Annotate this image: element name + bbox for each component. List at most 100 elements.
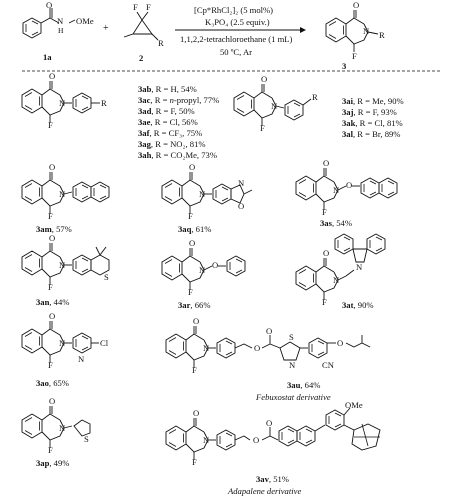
- atom-o-ether-3ar: O: [212, 260, 219, 270]
- atom-f-3ar: F: [188, 287, 193, 297]
- atom-h-1a: H: [58, 26, 64, 35]
- label-3aq: 3aq, 61%: [178, 224, 212, 234]
- label-3at: 3at, 90%: [342, 300, 374, 310]
- structure-3au: [165, 325, 371, 369]
- structure-3ao: [21, 320, 99, 364]
- atom-f-meta: F: [260, 123, 265, 133]
- atom-n-3ao: N: [59, 338, 66, 348]
- atom-n-3: N: [363, 26, 370, 36]
- label-1a: 1a: [43, 52, 52, 62]
- atom-o-oxazole: O: [238, 201, 245, 211]
- atom-n-3at: N: [333, 275, 340, 285]
- atom-n-3ap: N: [59, 423, 66, 433]
- atom-n-3aq: N: [199, 189, 206, 199]
- structure-3at: [295, 233, 386, 301]
- atom-f-3ao: F: [48, 360, 53, 370]
- atom-o-3aq: O: [189, 162, 196, 172]
- structure-para-aryl: [21, 80, 100, 124]
- entry-3ae: 3ae, R = Cl, 56%: [138, 117, 198, 127]
- atom-o-3ao: O: [49, 311, 56, 321]
- entry-3ag: 3ag, R = NO₂, 81%: [138, 139, 206, 149]
- reagent-catalyst: [Cp*RhCl₂]₂ (5 mol%): [194, 5, 274, 15]
- reagent-base: K₃PO₄ (2.5 equiv.): [205, 17, 270, 27]
- febuxostat-derivative-label: Febuxostat derivative: [256, 392, 331, 402]
- scheme-header: [22, 8, 440, 72]
- atom-f-3am: F: [48, 211, 53, 221]
- label-3ao: 3ao, 65%: [36, 378, 69, 388]
- entry-3af: 3af, R = CF₃, 75%: [138, 128, 203, 138]
- label-2: 2: [139, 53, 144, 63]
- atom-o-ether-3au: O: [337, 338, 344, 348]
- atom-f-2b: F: [146, 2, 151, 12]
- entry-3ak: 3ak, R = Cl, 81%: [342, 118, 403, 128]
- atom-n-3as: N: [333, 185, 340, 195]
- atom-f-3as: F: [322, 207, 327, 217]
- entry-3al: 3al, R = Br, 89%: [342, 129, 401, 139]
- structure-3aq: [161, 171, 253, 215]
- atom-o-3av: O: [193, 408, 200, 418]
- atom-o-para: O: [49, 71, 56, 81]
- structure-3an: [21, 242, 110, 286]
- atom-n-3an: N: [59, 260, 66, 270]
- label-3am: 3am, 57%: [36, 224, 72, 234]
- entry-3ad: 3ad, R = F, 50%: [138, 106, 195, 116]
- group-r-3: R: [379, 30, 385, 40]
- atom-n-3am: N: [59, 189, 66, 199]
- label-3ar: 3ar, 66%: [178, 300, 211, 310]
- atom-n-thiazole: N: [289, 360, 296, 370]
- structure-3am: [21, 171, 110, 215]
- entry-3ac: 3ac, R = n-propyl, 77%: [138, 95, 220, 105]
- atom-o-3ar: O: [189, 238, 196, 248]
- atom-f-para: F: [48, 120, 53, 130]
- atom-o-carbonyl-3au: O: [266, 326, 273, 336]
- label-3av: 3av, 51%: [256, 474, 289, 484]
- atom-n-pyridine: N: [78, 354, 85, 364]
- group-r-para: R: [101, 98, 107, 108]
- atom-f-3aq: F: [188, 211, 193, 221]
- atom-n-1a: N: [57, 16, 64, 26]
- structure-meta-aryl: [233, 83, 312, 127]
- label-3as: 3as, 54%: [320, 218, 353, 228]
- atom-o-carbonyl-3av: O: [266, 418, 273, 428]
- atom-o-3am: O: [49, 162, 56, 172]
- atom-o-3as: O: [323, 158, 330, 168]
- atom-n-3av: N: [203, 435, 210, 445]
- structure-3av: [165, 407, 381, 461]
- reaction-conditions: 50 ºC, Ar: [220, 47, 253, 57]
- label-3au: 3au, 64%: [287, 380, 321, 390]
- atom-o-3ap: O: [49, 396, 56, 406]
- reagent-solvent: 1,1,2,2-tetrachloroethane (1 mL): [180, 34, 293, 44]
- entry-3ai: 3ai, R = Me, 90%: [342, 96, 404, 106]
- entry-3ah: 3ah, R = CO₂Me, 73%: [138, 150, 217, 160]
- atom-o-ether-3as: O: [346, 180, 353, 190]
- adapalene-derivative-label: Adapalene derivative: [228, 486, 302, 496]
- atom-cl-3ao: Cl: [100, 338, 109, 348]
- atom-f-3ap: F: [48, 445, 53, 455]
- atom-f-3au: F: [192, 365, 197, 375]
- atom-n-oxazole: N: [238, 178, 245, 188]
- atom-o-ester-3au: O: [254, 343, 261, 353]
- group-r-meta: R: [312, 92, 318, 102]
- plus-sign: +: [103, 23, 109, 34]
- atom-f-3an: F: [48, 282, 53, 292]
- atom-n-para: N: [59, 98, 66, 108]
- label-3: 3: [342, 61, 347, 71]
- atom-n-carbazole: N: [356, 262, 363, 272]
- atom-o-3au: O: [193, 316, 200, 326]
- atom-s-3an: S: [104, 272, 109, 282]
- atom-o-3: O: [353, 0, 360, 10]
- atom-o-ester-3av: O: [253, 435, 260, 445]
- atom-s-3au: S: [289, 332, 294, 342]
- label-3ap: 3ap, 49%: [36, 458, 70, 468]
- atom-f-3at: F: [322, 297, 327, 307]
- entry-3ab: 3ab, R = H, 54%: [138, 84, 197, 94]
- atom-f-3av: F: [192, 457, 197, 467]
- atom-o-meta: O: [261, 74, 268, 84]
- atom-f-3: F: [352, 51, 357, 61]
- atom-f-2a: F: [133, 2, 138, 12]
- atom-n-3au: N: [203, 343, 210, 353]
- atom-o-1a: O: [46, 0, 53, 10]
- group-r-2: R: [158, 38, 164, 48]
- entry-3aj: 3aj, R = F, 93%: [342, 107, 397, 117]
